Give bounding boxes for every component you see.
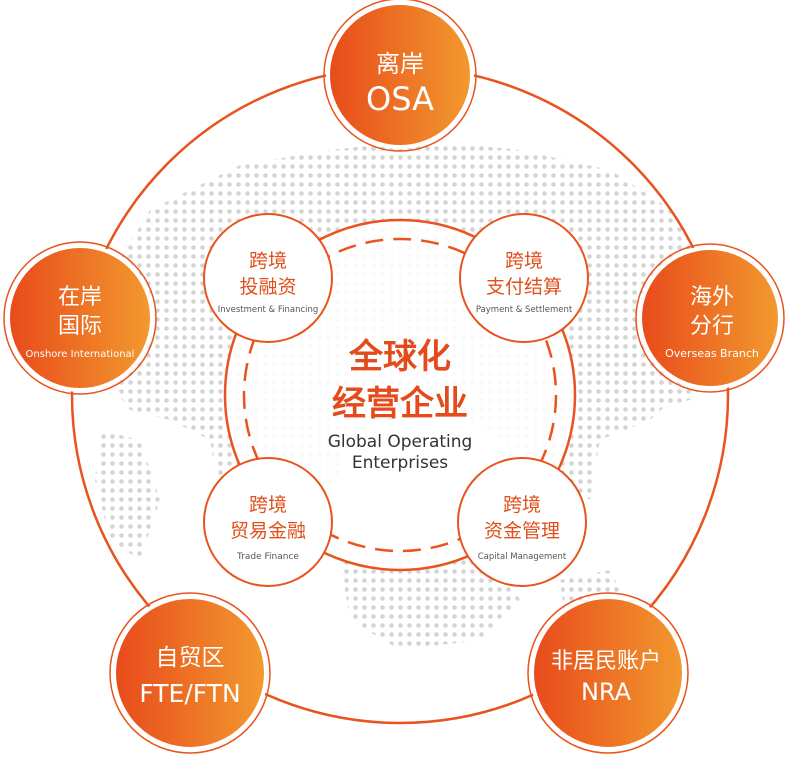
account-fte-line2: FTE/FTN xyxy=(139,679,240,708)
service-investment-zh-line2: 投融资 xyxy=(239,276,296,298)
account-onshore-en: Onshore International xyxy=(26,349,135,360)
account-nra-line2: NRA xyxy=(581,678,632,706)
account-nra-line1: 非居民账户 xyxy=(551,649,661,674)
account-fte-line1: 自贸区 xyxy=(156,645,225,671)
account-onshore-line1: 在岸 xyxy=(58,285,102,310)
account-overseas-en: Overseas Branch xyxy=(665,347,759,360)
service-payment-zh-line1: 跨境 xyxy=(505,250,543,272)
service-trade-zh-line2: 贸易金融 xyxy=(230,520,306,542)
center-subtitle-line1: Global Operating xyxy=(328,432,473,452)
service-capital-zh-line1: 跨境 xyxy=(503,494,541,516)
account-fte-ftn: 自贸区 FTE/FTN xyxy=(109,592,271,754)
service-payment-en: Payment & Settlement xyxy=(476,305,573,315)
service-investment-financing: 跨境 投融资 Investment & Financing xyxy=(203,213,333,343)
account-onshore-international: 在岸 国际 Onshore International xyxy=(3,241,157,395)
account-osa-line2: OSA xyxy=(366,80,434,118)
center-title-line1: 全球化 xyxy=(348,337,451,377)
account-overseas-line2: 分行 xyxy=(690,314,734,339)
service-trade-zh-line1: 跨境 xyxy=(249,494,287,516)
service-capital-zh-line2: 资金管理 xyxy=(484,520,560,542)
service-capital-en: Capital Management xyxy=(478,552,567,562)
center-subtitle-line2: Enterprises xyxy=(352,453,448,473)
dashed-ring xyxy=(242,237,558,553)
service-capital-management: 跨境 资金管理 Capital Management xyxy=(457,457,587,587)
service-investment-en: Investment & Financing xyxy=(218,305,319,315)
service-investment-zh-line1: 跨境 xyxy=(249,250,287,272)
service-payment-zh-line2: 支付结算 xyxy=(486,276,562,298)
account-overseas-branch: 海外 分行 Overseas Branch xyxy=(635,243,785,393)
account-nra: 非居民账户 NRA xyxy=(527,592,689,754)
account-onshore-line2: 国际 xyxy=(58,314,102,339)
account-osa: 离岸 OSA xyxy=(323,0,477,152)
service-trade-finance: 跨境 贸易金融 Trade Finance xyxy=(203,457,333,587)
account-overseas-line1: 海外 xyxy=(690,285,734,310)
service-trade-en: Trade Finance xyxy=(236,552,299,562)
account-osa-line1: 离岸 xyxy=(376,50,424,78)
center-title-line2: 经营企业 xyxy=(332,384,468,424)
service-payment-settlement: 跨境 支付结算 Payment & Settlement xyxy=(459,213,589,343)
